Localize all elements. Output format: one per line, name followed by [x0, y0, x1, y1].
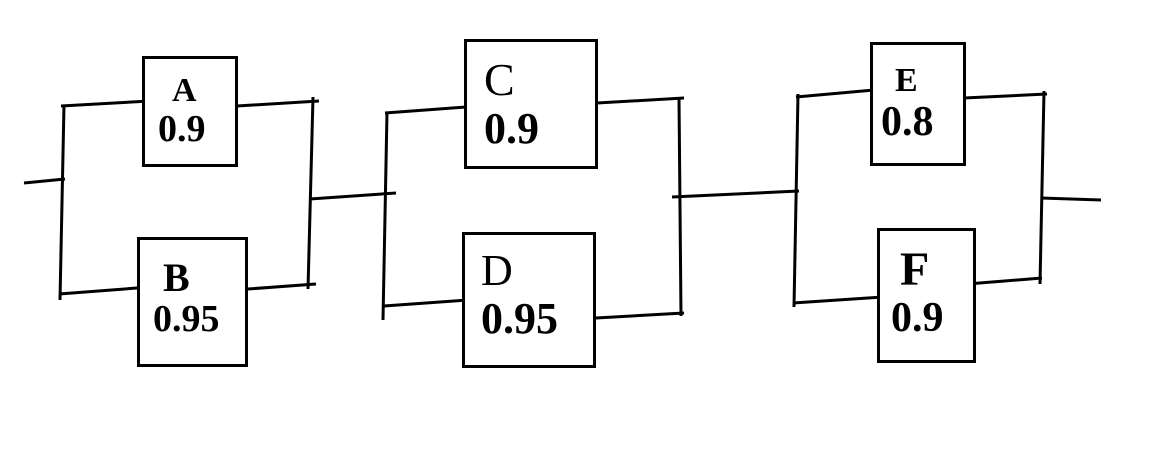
- wire-stage3-right-bar: [1038, 90, 1046, 285]
- wire-b-out: [247, 282, 317, 291]
- wire-input-stub: [23, 177, 66, 185]
- wire-stage1-to-b: [58, 285, 151, 296]
- wire-stage1-right-bar: [306, 96, 315, 290]
- component-c-reliability-value: 0.9: [484, 104, 539, 154]
- component-box-a: A 0.9: [142, 56, 238, 167]
- component-box-e: E 0.8: [870, 42, 966, 166]
- wire-stage1-to-a: [60, 99, 151, 108]
- component-f-reliability-value: 0.9: [891, 294, 944, 341]
- component-b-reliability-value: 0.95: [153, 298, 220, 341]
- wire-stage2-to-c: [384, 105, 467, 115]
- component-box-d: D 0.95: [462, 232, 596, 368]
- wire-e-out: [963, 92, 1048, 100]
- component-f-label: F: [900, 242, 930, 296]
- component-b-label: B: [163, 254, 190, 300]
- component-box-b: B 0.95: [137, 237, 248, 367]
- wire-stage2-to-d: [383, 298, 469, 308]
- component-e-reliability-value: 0.8: [881, 98, 934, 145]
- wire-output-stub: [1040, 196, 1102, 202]
- component-d-label: D: [481, 246, 513, 296]
- wire-d-out: [595, 311, 685, 320]
- component-d-reliability-value: 0.95: [481, 294, 558, 343]
- wire-stage2-left-bar: [381, 111, 389, 321]
- wire-stage2-right-bar: [677, 97, 683, 317]
- component-box-c: C 0.9: [464, 39, 598, 169]
- wire-stage3-left-bar: [792, 93, 800, 308]
- wire-f-out: [966, 276, 1043, 286]
- component-a-label: A: [172, 71, 197, 109]
- component-a-reliability-value: 0.9: [158, 108, 206, 151]
- wire-series-connector-2-3: [671, 189, 800, 199]
- component-e-label: E: [895, 61, 918, 99]
- component-box-f: F 0.9: [877, 228, 976, 363]
- wire-series-connector-1-2: [309, 191, 397, 201]
- wire-c-out: [596, 96, 685, 105]
- component-c-label: C: [484, 54, 515, 106]
- wire-a-out: [236, 99, 320, 108]
- wire-stage1-left-bar: [58, 104, 66, 301]
- wire-stage3-to-f: [792, 295, 884, 305]
- wire-stage3-to-e: [795, 88, 875, 99]
